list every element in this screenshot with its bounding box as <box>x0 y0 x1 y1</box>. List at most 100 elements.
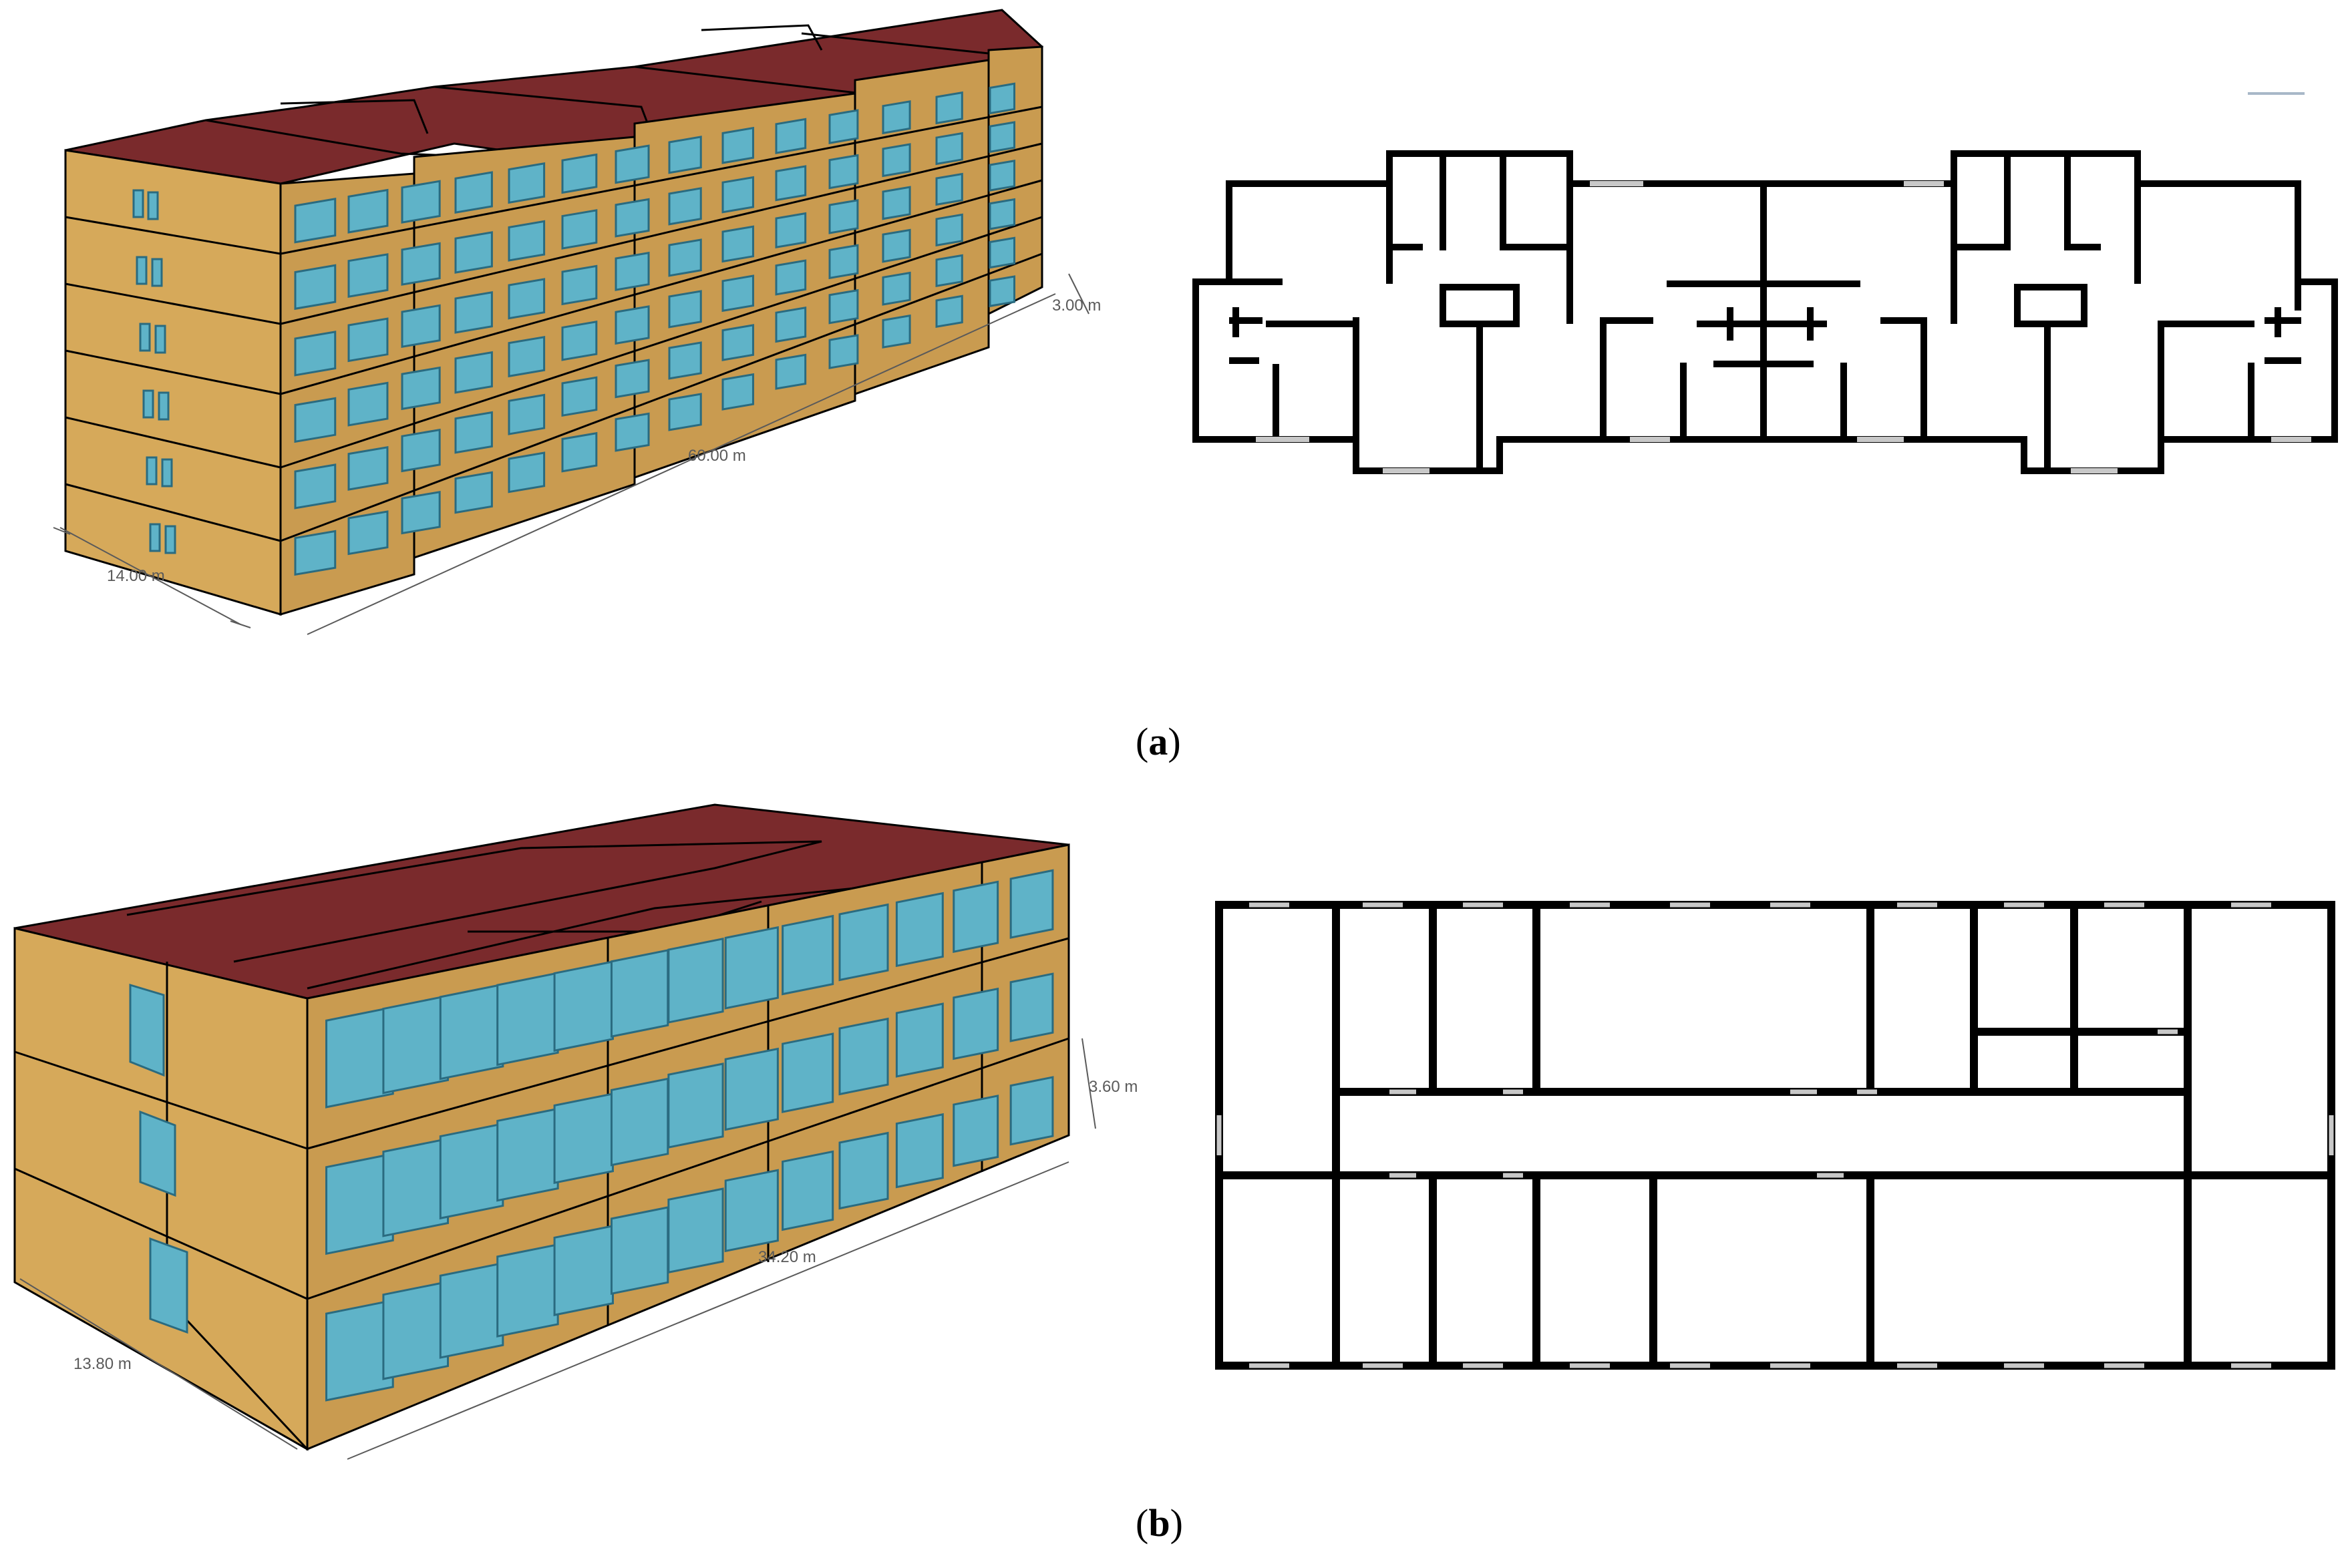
caption-b: (b) <box>1136 1501 1183 1545</box>
facade-window <box>454 290 493 334</box>
facade-window <box>775 165 807 202</box>
facade-window <box>439 1123 504 1220</box>
facade-window <box>439 1261 504 1359</box>
facade-window <box>775 259 807 296</box>
building-b-3d-model: 13.80 m 34.20 m 3.60 m <box>13 803 1138 1460</box>
facade-window <box>953 987 999 1060</box>
facade-window <box>1009 869 1054 939</box>
facade-window <box>828 154 859 190</box>
facade-window <box>668 393 702 431</box>
windows-a-end <box>132 189 176 554</box>
facade-window <box>668 341 702 380</box>
facade-window <box>508 162 546 204</box>
facade-window <box>561 321 598 361</box>
facade-window <box>294 397 337 443</box>
facade-window <box>838 903 889 982</box>
facade-window <box>294 463 337 510</box>
plan-b-windows <box>1216 902 2334 1368</box>
facade-window <box>439 983 504 1081</box>
facade-window <box>882 100 911 135</box>
facade-window <box>325 1152 394 1255</box>
facade-window <box>561 264 598 306</box>
facade-window <box>721 126 754 164</box>
facade-window <box>882 228 911 263</box>
floor-plan-a <box>1192 150 2338 474</box>
facade-window <box>401 180 441 224</box>
facade-window <box>496 1243 559 1338</box>
dimension-lines-a <box>53 273 1089 635</box>
facade-window <box>561 153 598 194</box>
facade-window <box>382 994 450 1095</box>
facade-window <box>782 1032 834 1113</box>
facade-window <box>561 209 598 250</box>
windows-b-end <box>129 983 188 1334</box>
facade-window <box>828 199 859 234</box>
facade-window <box>454 231 493 274</box>
facade-window <box>935 132 963 166</box>
facade-window <box>935 91 963 125</box>
facade-window <box>935 172 963 206</box>
facade-window <box>454 411 493 454</box>
facade-window <box>615 359 650 399</box>
facade-window <box>561 376 598 417</box>
facade-window <box>401 490 441 535</box>
facade-window <box>508 220 546 262</box>
dim-b-width: 13.80 m <box>73 1355 132 1373</box>
facade-window <box>667 1062 724 1149</box>
facade-window <box>667 1187 724 1274</box>
facade-window <box>775 212 807 249</box>
plan-a-windows <box>1256 181 2311 473</box>
facade-window <box>347 317 389 363</box>
facade-window <box>615 144 650 184</box>
facade-window <box>721 324 754 361</box>
facade-window <box>721 176 754 214</box>
facade-window <box>1009 972 1054 1042</box>
facade-window <box>935 213 963 247</box>
facade-window <box>895 1002 944 1078</box>
facade-window <box>721 274 754 313</box>
facade-window <box>989 121 1016 154</box>
facade-window <box>610 1077 669 1167</box>
facade-window <box>721 225 754 263</box>
facade-window <box>454 351 493 394</box>
windows-b-facade <box>325 869 1054 1402</box>
facade-window <box>668 290 702 329</box>
facade-window <box>989 82 1016 115</box>
dim-b-floor-height: 3.60 m <box>1089 1078 1138 1096</box>
facade-window <box>989 160 1016 192</box>
facade-window <box>325 1006 394 1109</box>
facade-window <box>828 288 859 325</box>
facade-window <box>347 381 389 427</box>
facade-window <box>454 471 493 514</box>
facade-window <box>294 264 337 311</box>
facade-window <box>721 373 754 411</box>
windows-a-facade <box>294 82 1016 576</box>
facade-window <box>828 334 859 369</box>
facade-window <box>724 1047 779 1131</box>
facade-window <box>615 412 650 452</box>
facade-window <box>775 353 807 390</box>
floor-lines-a <box>65 106 1043 542</box>
facade-window <box>935 295 963 328</box>
facade-window <box>294 198 337 244</box>
dim-b-length: 34.20 m <box>758 1248 816 1266</box>
facade-window <box>882 186 911 220</box>
facade-window <box>724 1169 779 1253</box>
facade-window <box>895 1113 944 1189</box>
facade-window <box>782 1150 834 1231</box>
facade-window <box>667 938 724 1024</box>
facade-window <box>347 188 389 234</box>
facade-window <box>610 1206 669 1296</box>
facade-window <box>615 198 650 238</box>
facade-window <box>401 304 441 349</box>
facade-window <box>989 275 1016 308</box>
facade-window <box>401 366 441 411</box>
caption-a: (a) <box>1136 720 1181 763</box>
facade-window <box>838 1017 889 1096</box>
facade-window <box>882 314 911 349</box>
facade-window <box>838 1131 889 1210</box>
facade-window <box>401 428 441 473</box>
dim-a-length: 60.00 m <box>688 447 746 465</box>
facade-window <box>454 171 493 214</box>
